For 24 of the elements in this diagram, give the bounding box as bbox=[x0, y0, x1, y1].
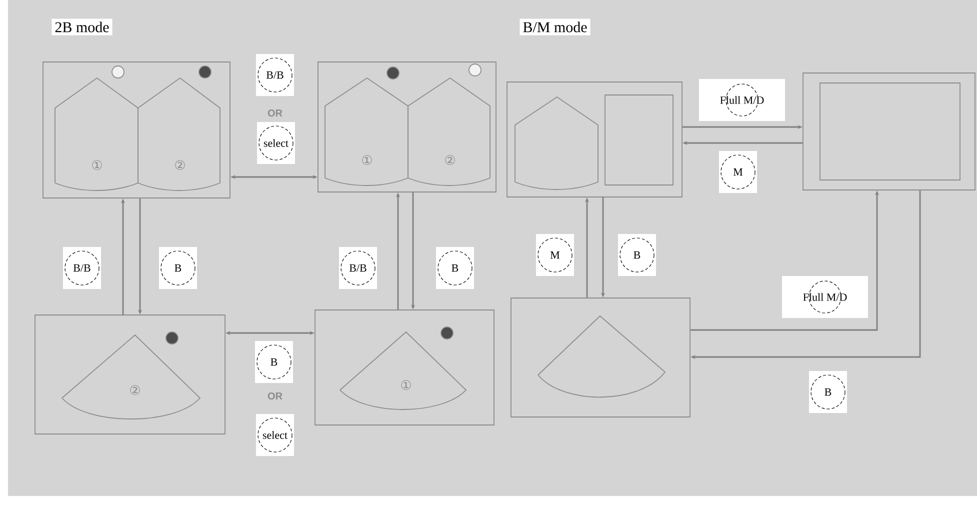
screen-drawing: ① ② bbox=[42, 62, 230, 198]
key-label: B bbox=[809, 371, 847, 413]
key-label: Flull M/D bbox=[782, 276, 868, 318]
key-label: select bbox=[257, 122, 295, 164]
key-label: B/B bbox=[339, 247, 377, 289]
mode-title: B/M mode bbox=[520, 18, 590, 36]
key-label: B bbox=[255, 341, 293, 383]
key-label: B bbox=[436, 247, 474, 289]
screen-drawing bbox=[510, 298, 690, 418]
key-label: B/B bbox=[256, 54, 294, 96]
screen-drawing: ① bbox=[314, 310, 494, 426]
or-text: OR bbox=[268, 392, 282, 400]
screen-drawing: ① ② bbox=[318, 62, 496, 192]
key-label: B/B bbox=[63, 247, 101, 289]
key-label: Flull M/D bbox=[699, 79, 785, 121]
key-label: B bbox=[159, 247, 197, 289]
key-label: select bbox=[256, 414, 294, 456]
key-label: M bbox=[536, 234, 574, 276]
or-text: OR bbox=[268, 109, 282, 117]
key-label: M bbox=[719, 151, 757, 193]
mode-title: 2B mode bbox=[52, 18, 112, 36]
screen-drawing bbox=[506, 82, 682, 198]
screen-drawing bbox=[802, 72, 976, 190]
key-label: B bbox=[618, 234, 656, 276]
